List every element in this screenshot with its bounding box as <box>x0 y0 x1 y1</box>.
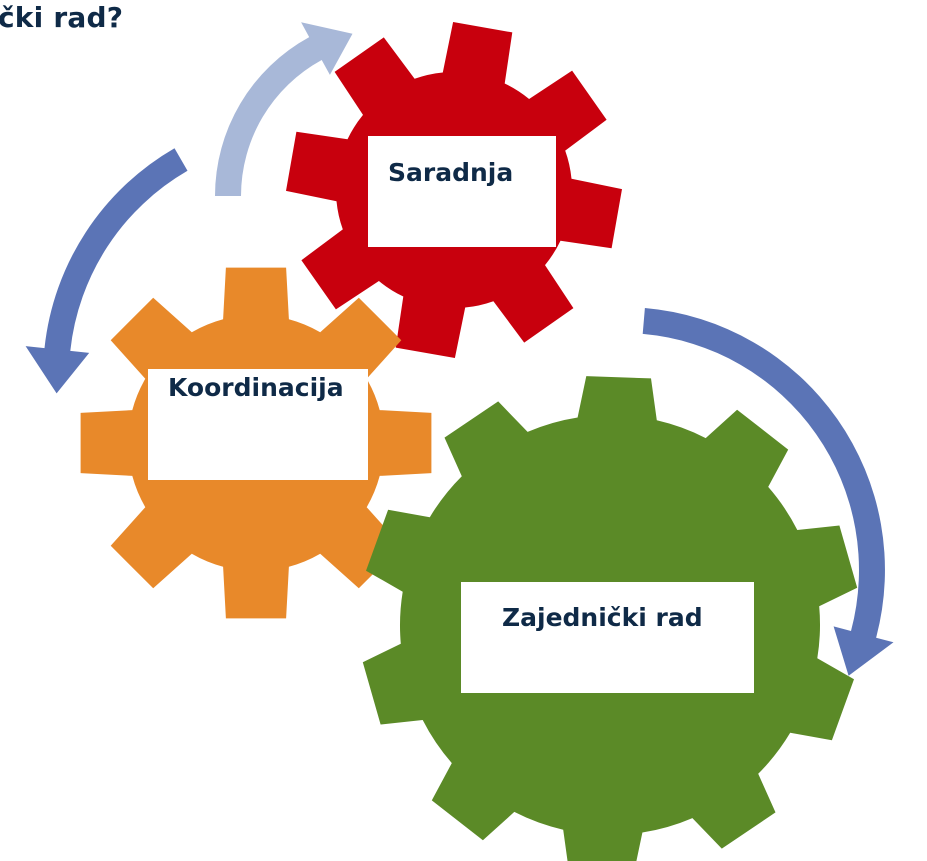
label-koordinacija-text: Koordinacija <box>168 373 344 402</box>
arrow-top <box>214 22 353 197</box>
label-saradnja-text: Saradnja <box>388 158 514 187</box>
label-koordinacija: Koordinacija <box>148 369 368 480</box>
label-zajednicki-rad: Zajednički rad <box>461 582 754 693</box>
label-saradnja: Saradnja <box>368 136 556 247</box>
label-zajednicki-rad-text: Zajednički rad <box>502 603 703 632</box>
page-title: čki rad? <box>0 1 124 34</box>
arrow-right <box>642 308 894 676</box>
arrow-left <box>25 148 188 394</box>
